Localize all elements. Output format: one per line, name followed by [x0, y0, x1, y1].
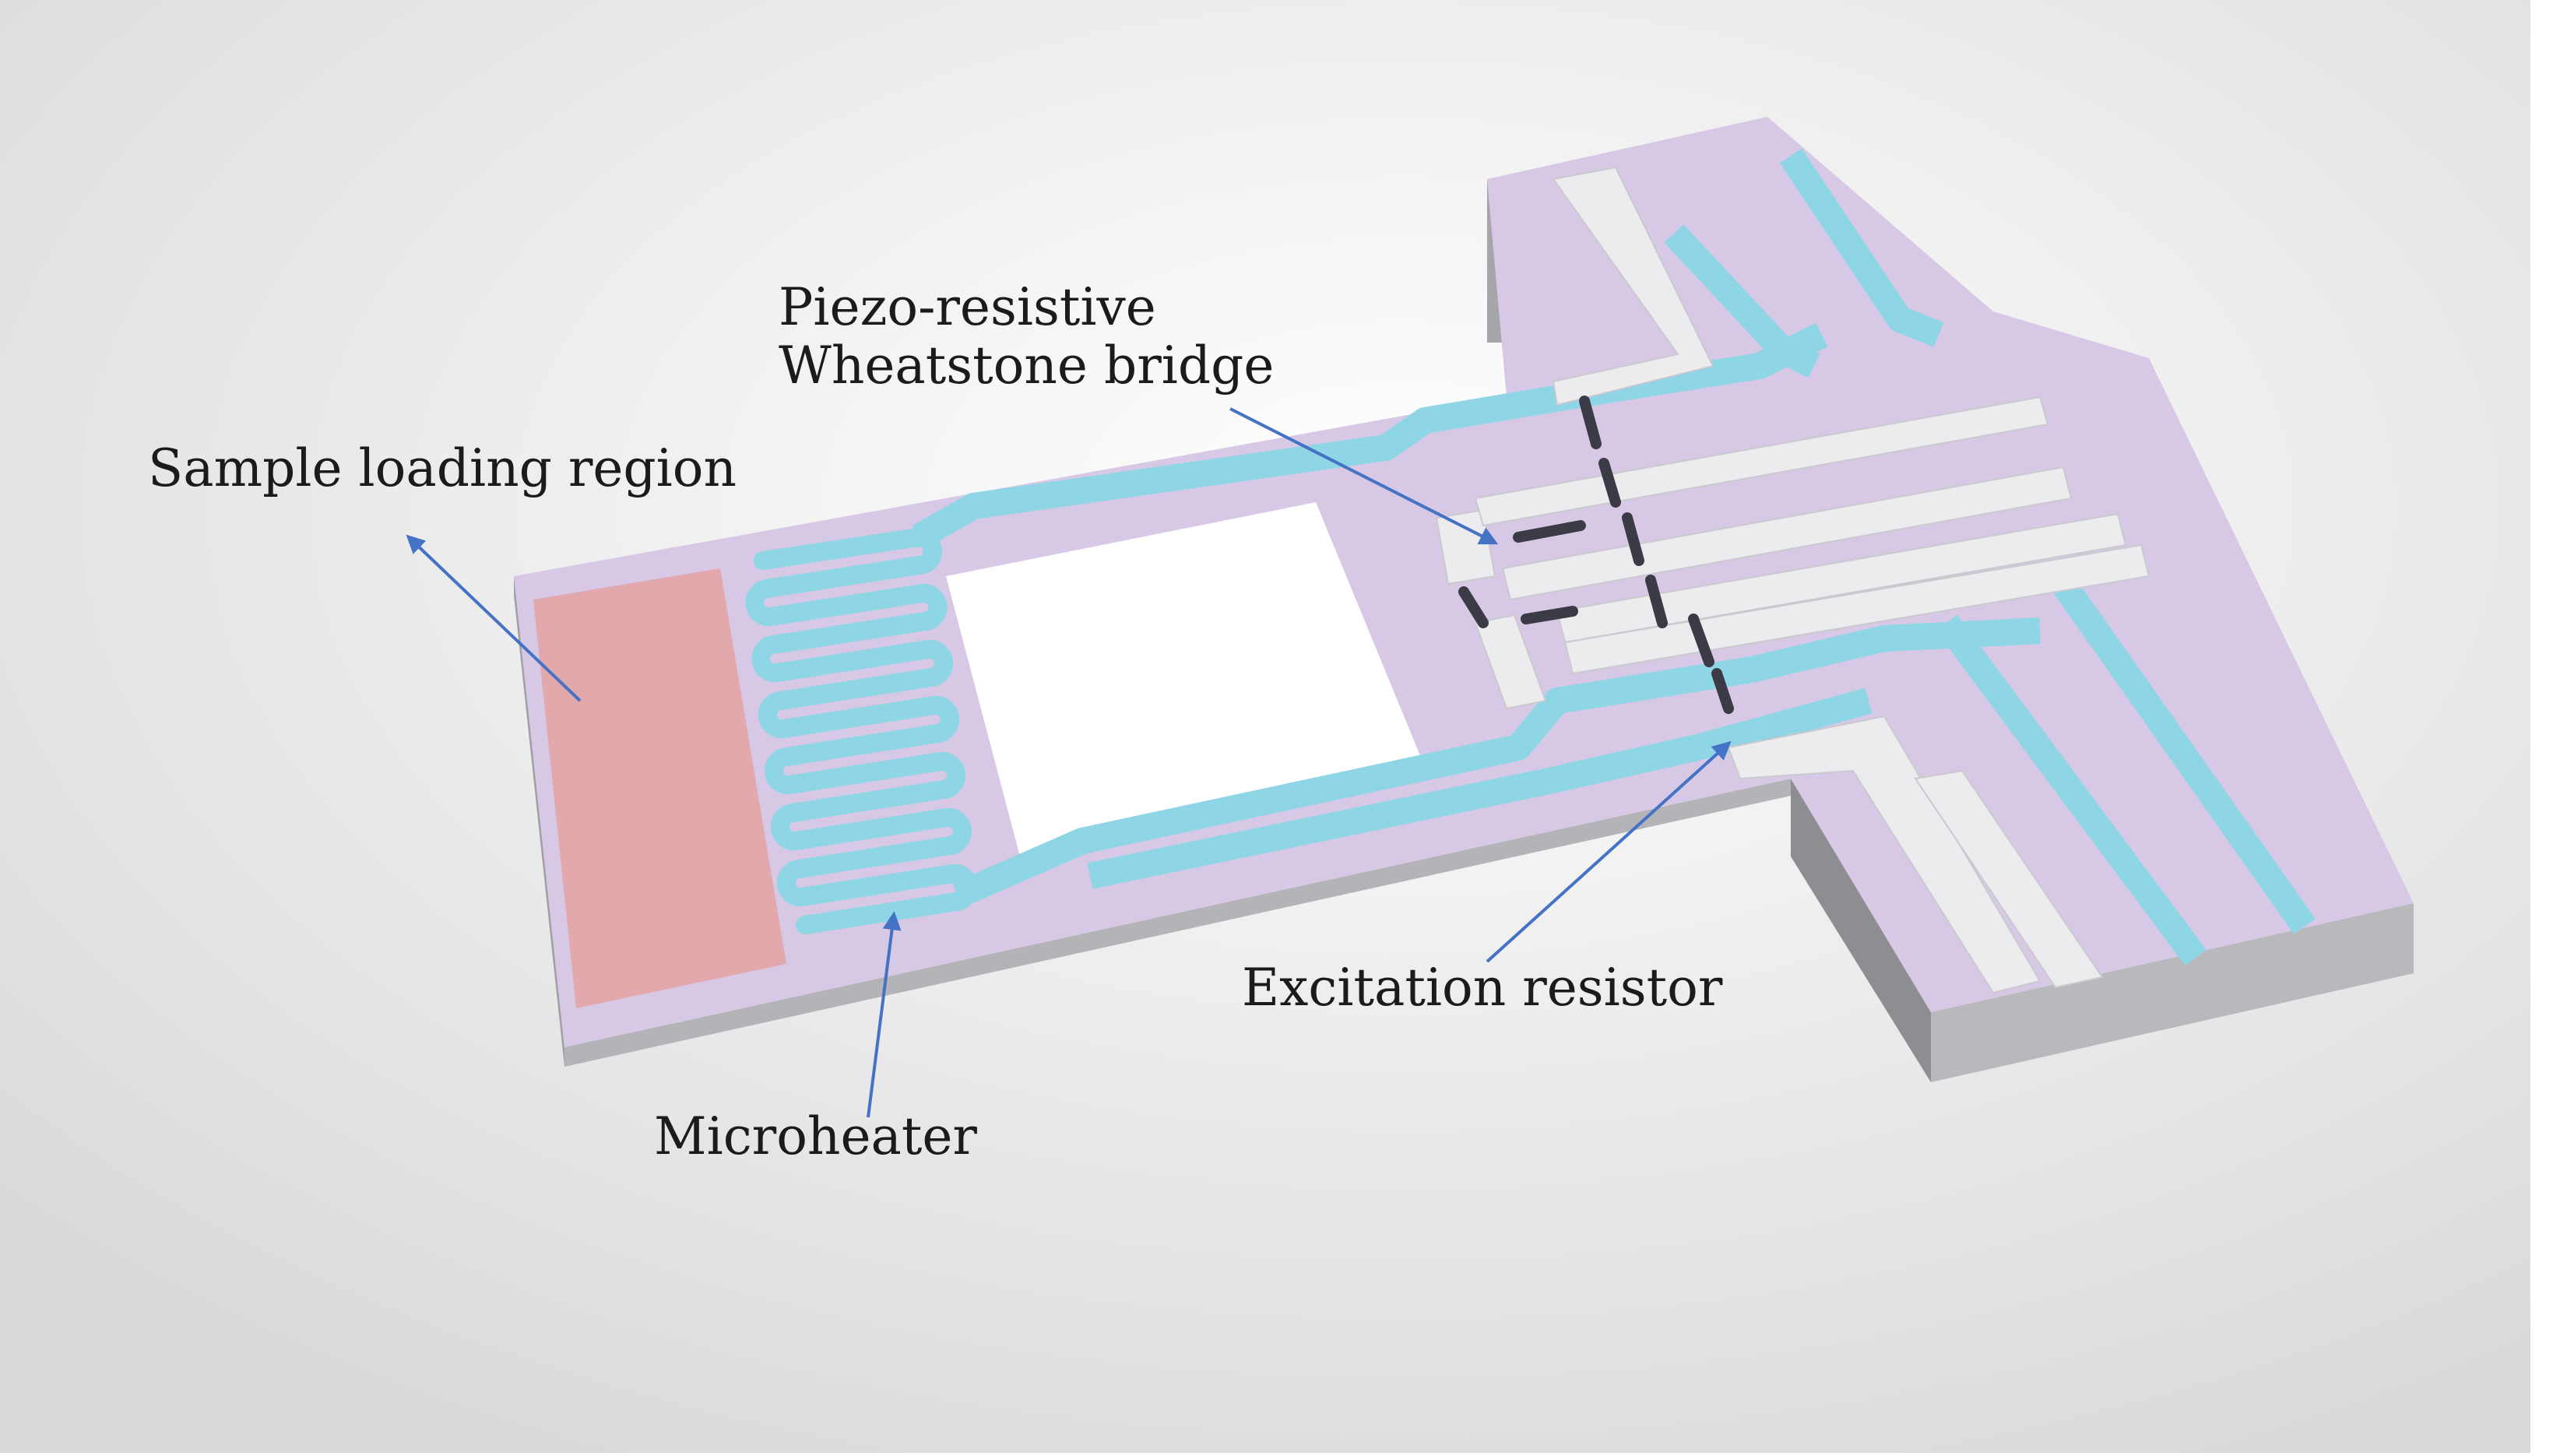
label-sample-loading-region: Sample loading region	[148, 438, 737, 498]
label-excitation-resistor: Excitation resistor	[1242, 958, 1723, 1018]
membrane-window	[946, 502, 1425, 856]
base-side-face	[1791, 779, 1931, 1082]
microheater-serpentine	[745, 528, 979, 934]
frame-right-strip	[2530, 0, 2553, 1453]
electrode-top-bend	[1552, 166, 1714, 406]
arm-tip-face	[514, 576, 564, 1067]
arrow-microheater	[867, 911, 902, 1118]
electrodes	[1435, 166, 2150, 994]
electrode-strip-4	[1563, 543, 2150, 675]
arrow-piezo	[1229, 407, 1499, 545]
electrode-bottom-strip	[1914, 769, 2104, 989]
heater-leads	[912, 148, 2316, 966]
electrode-bottom-bend	[1727, 715, 2041, 994]
base-front-face	[1931, 903, 2414, 1082]
electrode-lower-left	[1474, 614, 1547, 710]
arrow-excitation	[1486, 740, 1732, 963]
arrow-sample	[406, 534, 582, 702]
label-piezo-line2: Wheatstone bridge	[779, 335, 1275, 396]
electrode-strip-3	[1556, 512, 2127, 644]
arm-front-face	[564, 779, 1791, 1067]
annotation-arrows	[406, 407, 1732, 1118]
resistor-traces	[1458, 396, 1734, 714]
electrode-strip-2	[1501, 466, 2073, 601]
label-piezo-resistive: Piezo-resistive Wheatstone bridge	[779, 277, 1275, 396]
sample-loading-pad	[533, 568, 786, 1008]
label-microheater: Microheater	[654, 1106, 977, 1166]
label-piezo-line1: Piezo-resistive	[779, 277, 1156, 337]
